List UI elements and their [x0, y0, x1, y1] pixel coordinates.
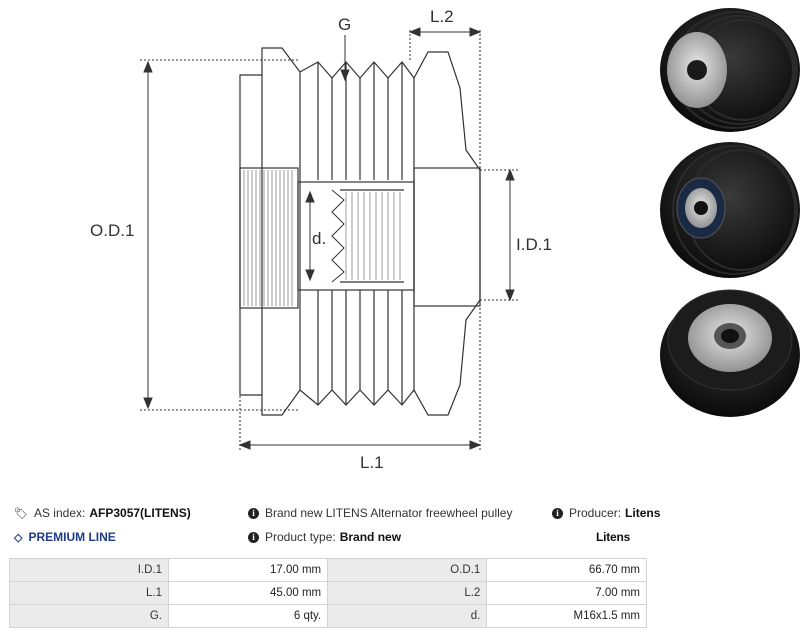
premium-line: ◇ PREMIUM LINE: [14, 530, 116, 544]
label-d: d.: [312, 229, 326, 248]
as-index: 🏷︎ AS index: AFP3057(LITENS): [14, 506, 191, 520]
diamond-icon: ◇: [14, 531, 23, 544]
spec-value: 66.70 mm: [486, 558, 647, 582]
spec-key: G.: [9, 604, 169, 628]
spec-key: I.D.1: [9, 558, 169, 582]
as-index-value: AFP3057(LITENS): [89, 506, 191, 520]
product-type-label: Product type:: [265, 530, 336, 544]
description: i Brand new LITENS Alternator freewheel …: [248, 506, 516, 520]
spec-value: M16x1.5 mm: [486, 604, 647, 628]
photo-top-view: [660, 8, 800, 132]
label-l2: L.2: [430, 7, 454, 26]
photo-side-view: [660, 142, 800, 278]
spec-key: L.2: [327, 581, 488, 605]
product-info: 🏷︎ AS index: AFP3057(LITENS) i Brand new…: [0, 500, 800, 550]
producer-value: Litens: [625, 506, 661, 520]
pulley-technical-drawing: G L.2 O.D.1 d. I.D.1 L.1: [90, 7, 552, 472]
brand-logo: Litens: [596, 530, 630, 544]
label-id1: I.D.1: [516, 235, 552, 254]
litens-logo-text: Litens: [596, 530, 631, 544]
info-icon: i: [248, 531, 259, 543]
producer-label: Producer:: [569, 506, 622, 520]
premium-line-text: PREMIUM LINE: [28, 530, 116, 544]
product-type: i Product type: Brand new: [248, 530, 401, 544]
producer: i Producer: Litens: [552, 506, 660, 520]
label-od1: O.D.1: [90, 221, 134, 240]
info-icon: i: [248, 507, 259, 519]
table-row: G. 6 qty. d. M16x1.5 mm: [9, 604, 647, 628]
tag-icon: 🏷︎: [14, 507, 28, 520]
spec-value: 17.00 mm: [167, 558, 329, 582]
label-l1: L.1: [360, 453, 384, 472]
label-g: G: [338, 15, 351, 34]
info-icon: i: [552, 507, 563, 519]
product-type-value: Brand new: [339, 530, 402, 544]
specs-table: I.D.1 17.00 mm O.D.1 66.70 mm L.1 45.00 …: [9, 558, 647, 628]
description-text: Brand new LITENS Alternator freewheel pu…: [265, 506, 513, 520]
spec-value: 7.00 mm: [486, 581, 647, 605]
photo-front-view: [660, 289, 800, 417]
spec-key: d.: [327, 604, 488, 628]
spec-value: 6 qty.: [167, 604, 329, 628]
as-index-label: AS index:: [33, 506, 86, 520]
spec-key: O.D.1: [327, 558, 488, 582]
spec-value: 45.00 mm: [167, 581, 329, 605]
pulley-photos: [660, 8, 800, 417]
table-row: I.D.1 17.00 mm O.D.1 66.70 mm: [9, 558, 647, 582]
spec-key: L.1: [9, 581, 169, 605]
table-row: L.1 45.00 mm L.2 7.00 mm: [9, 581, 647, 605]
